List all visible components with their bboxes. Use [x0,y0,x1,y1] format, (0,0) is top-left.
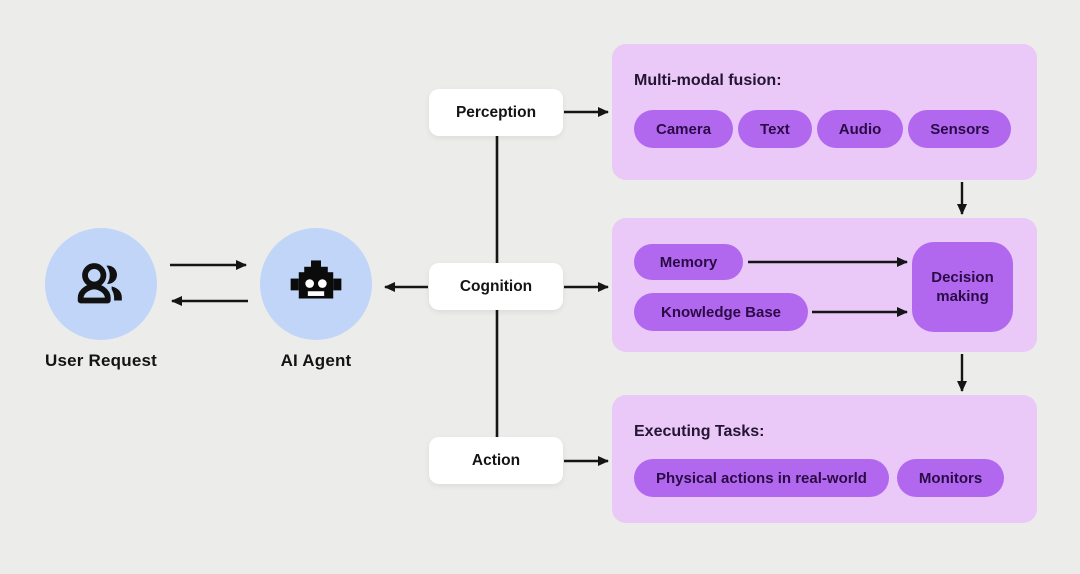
physical-actions-pill: Physical actions in real-world [634,459,889,497]
executing-tasks-panel: Executing Tasks: Physical actions in rea… [612,395,1037,523]
user-request-label: User Request [45,351,157,370]
memory-pill: Memory [634,244,743,280]
sensors-pill: Sensors [908,110,1012,148]
multi-modal-fusion-panel: Multi-modal fusion: Camera Text Audio Se… [612,44,1037,180]
monitors-pill: Monitors [896,459,1005,497]
user-request-node [45,228,157,340]
camera-pill: Camera [634,110,734,148]
ai-agent-node [260,228,372,340]
ai-agent-label: AI Agent [280,351,352,370]
cognition-box: Cognition [429,263,563,310]
cognition-panel: Memory Knowledge Base Decision making [612,218,1037,352]
action-pill-row: Physical actions in real-world Monitors [634,459,1005,497]
perception-box: Perception [429,89,563,136]
executing-tasks-title: Executing Tasks: [634,423,765,440]
group-icon [74,259,122,307]
text-pill: Text [738,110,812,148]
action-box: Action [429,437,563,484]
knowledge-base-pill: Knowledge Base [634,293,808,331]
audio-pill: Audio [816,110,904,148]
multi-modal-fusion-title: Multi-modal fusion: [634,72,782,89]
fusion-pill-row: Camera Text Audio Sensors [634,110,1012,148]
decision-making-box: Decision making [912,242,1013,332]
robot-icon [290,260,342,299]
